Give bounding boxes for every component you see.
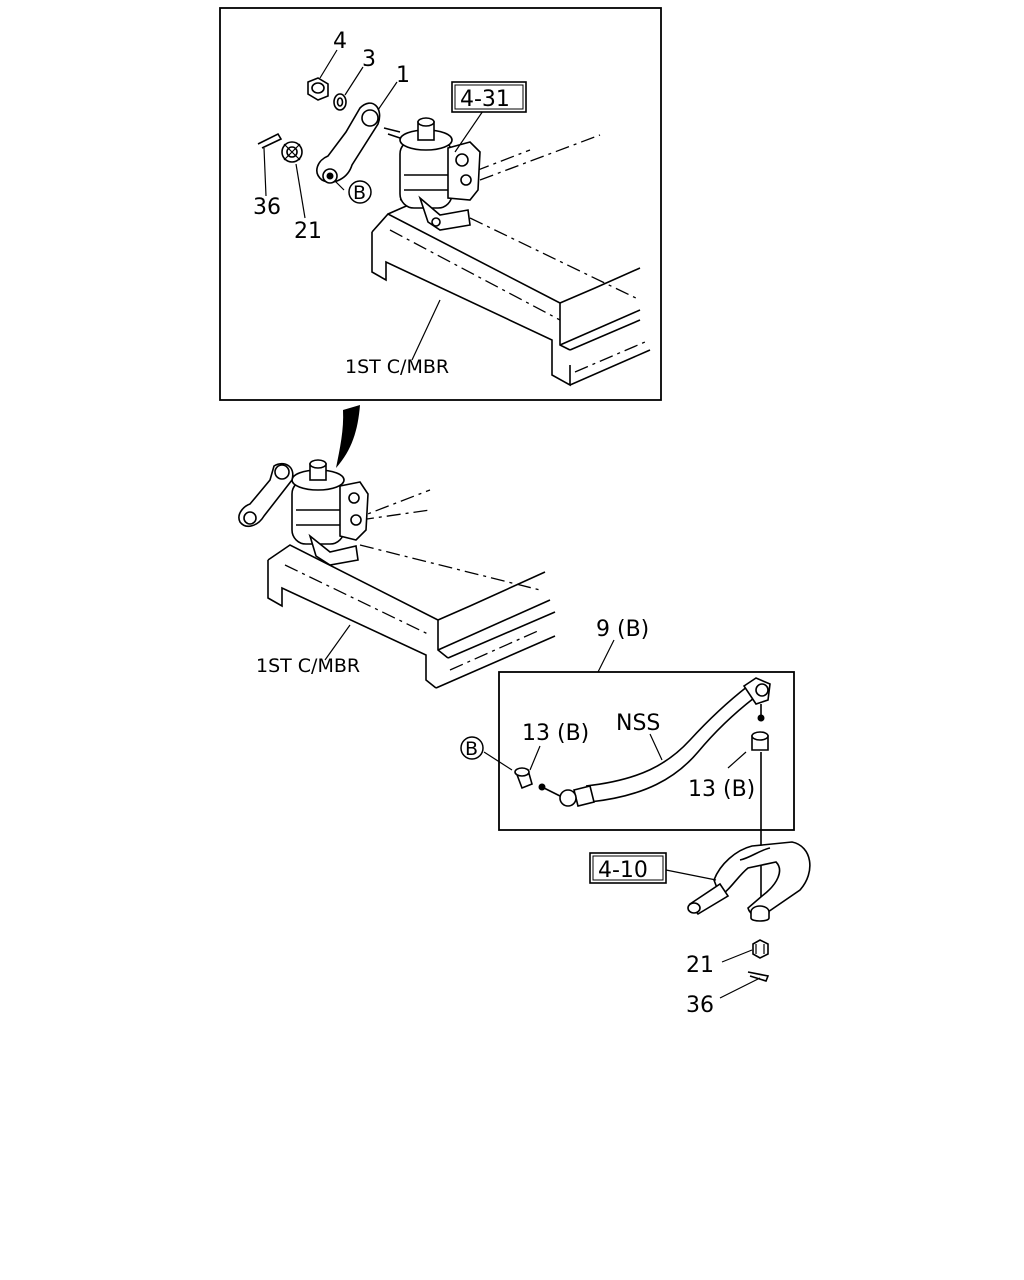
member-label-top: 1ST C/MBR xyxy=(345,356,449,378)
callout-36-top: 36 xyxy=(253,195,281,220)
circle-b-rod-label: B xyxy=(465,738,478,760)
callout-21-top: 21 xyxy=(294,219,322,244)
dust-boot-13-left xyxy=(514,767,533,790)
pitman-arm xyxy=(316,102,381,184)
circle-b-top-label: B xyxy=(353,182,366,204)
frame-cross-member-middle xyxy=(267,489,556,689)
dust-boot-13-right xyxy=(751,731,769,751)
washer-3 xyxy=(333,93,347,111)
tie-rod-detail: 9 (B) 13 (B) NSS 13 (B) B xyxy=(460,617,795,831)
tie-rod-nss xyxy=(538,677,771,807)
callout-13b-right: 13 (B) xyxy=(688,777,755,802)
castle-nut-21-bottom xyxy=(752,939,769,959)
callout-9b: 9 (B) xyxy=(596,617,649,642)
callout-3: 3 xyxy=(362,47,376,72)
knuckle-arm xyxy=(687,841,811,922)
member-label-middle: 1ST C/MBR xyxy=(256,655,360,677)
detail-pointer-arrow xyxy=(336,405,360,468)
circle-b-rod: B xyxy=(460,736,484,760)
ref-box-4-10: 4-10 xyxy=(589,852,667,884)
callout-1: 1 xyxy=(396,63,410,88)
ref-label-4-10: 4-10 xyxy=(598,858,648,883)
circle-b-top: B xyxy=(348,180,372,204)
callout-13b-left: 13 (B) xyxy=(522,721,589,746)
middle-assembly-view: 1ST C/MBR xyxy=(238,459,556,689)
top-detail-panel: 4 3 1 36 21 4-31 B 1ST C/MBR xyxy=(219,7,662,401)
nut-4 xyxy=(307,77,329,101)
label-nss: NSS xyxy=(616,711,660,736)
callout-36-bottom: 36 xyxy=(686,993,714,1018)
ref-box-4-31: 4-31 xyxy=(451,81,527,113)
steering-gear-box-middle xyxy=(238,459,369,566)
steering-gear-box-top xyxy=(383,117,481,231)
castle-nut-21-top xyxy=(281,141,303,163)
frame-cross-member-top xyxy=(371,134,651,387)
callout-21-bottom: 21 xyxy=(686,953,714,978)
cotter-pin-36-top xyxy=(257,132,283,149)
ref-label-4-31: 4-31 xyxy=(460,87,510,112)
callout-4: 4 xyxy=(333,29,347,54)
